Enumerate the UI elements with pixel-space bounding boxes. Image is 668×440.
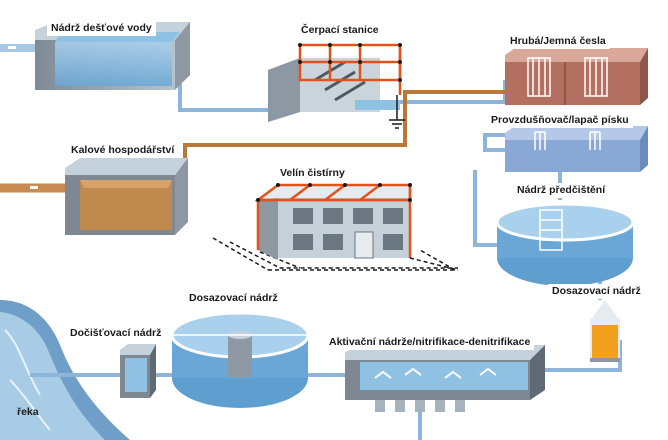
label-dosing-tank-center: Dosazovací nádrž (185, 291, 282, 306)
primary-settling-tank (495, 202, 635, 286)
label-activation: Aktivační nádrže/nitrifikace-denitrifika… (325, 335, 535, 350)
label-polishing-tank: Dočišťovací nádrž (66, 326, 166, 341)
label-river: řeka (17, 406, 39, 418)
activation-tanks (345, 345, 545, 412)
sludge-tank (65, 158, 188, 235)
secondary-clarifier (170, 311, 310, 408)
label-control-room: Velín čistírny (276, 166, 349, 181)
dosing-vessel (590, 300, 620, 362)
grit-chamber (505, 126, 648, 172)
label-screens: Hrubá/Jemná česla (506, 34, 610, 49)
control-room-door (354, 231, 374, 259)
polishing-tank (120, 344, 156, 398)
control-room-building (212, 183, 459, 271)
label-sludge: Kalové hospodářství (67, 143, 179, 158)
label-pump-station: Čerpací stanice (297, 23, 383, 38)
pump-station (268, 43, 405, 129)
sludge-inlet-flow-arrow (30, 186, 38, 189)
label-rain-tank: Nádrž dešťové vody (47, 21, 156, 36)
label-dosing-tank-right: Dosazovací nádrž (548, 284, 645, 299)
rain-inlet-flow-arrow (8, 46, 16, 49)
screens-unit (505, 48, 648, 105)
label-primary-tank: Nádrž předčištění (513, 183, 610, 198)
ground-symbol (389, 95, 405, 129)
label-aerated-grit: Provzdušňovač/lapač písku (487, 113, 633, 128)
